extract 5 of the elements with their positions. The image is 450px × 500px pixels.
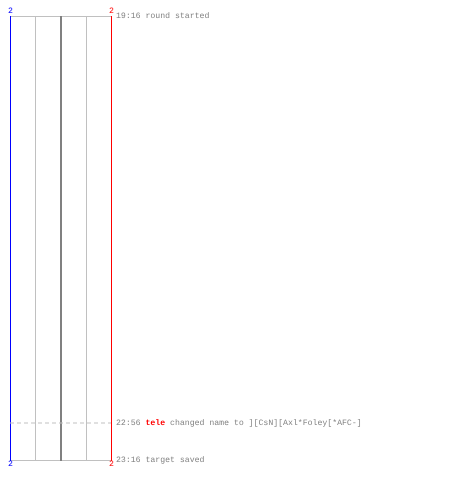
event-text: 22:56 tele changed name to ][CsN][Axl*Foley[*AFC-]: [116, 419, 362, 428]
score-number: 2: [109, 6, 114, 16]
event-text: 19:16 round started: [116, 12, 210, 21]
score-number: 2: [8, 6, 13, 16]
event-text: 23:16 target saved: [116, 456, 204, 465]
